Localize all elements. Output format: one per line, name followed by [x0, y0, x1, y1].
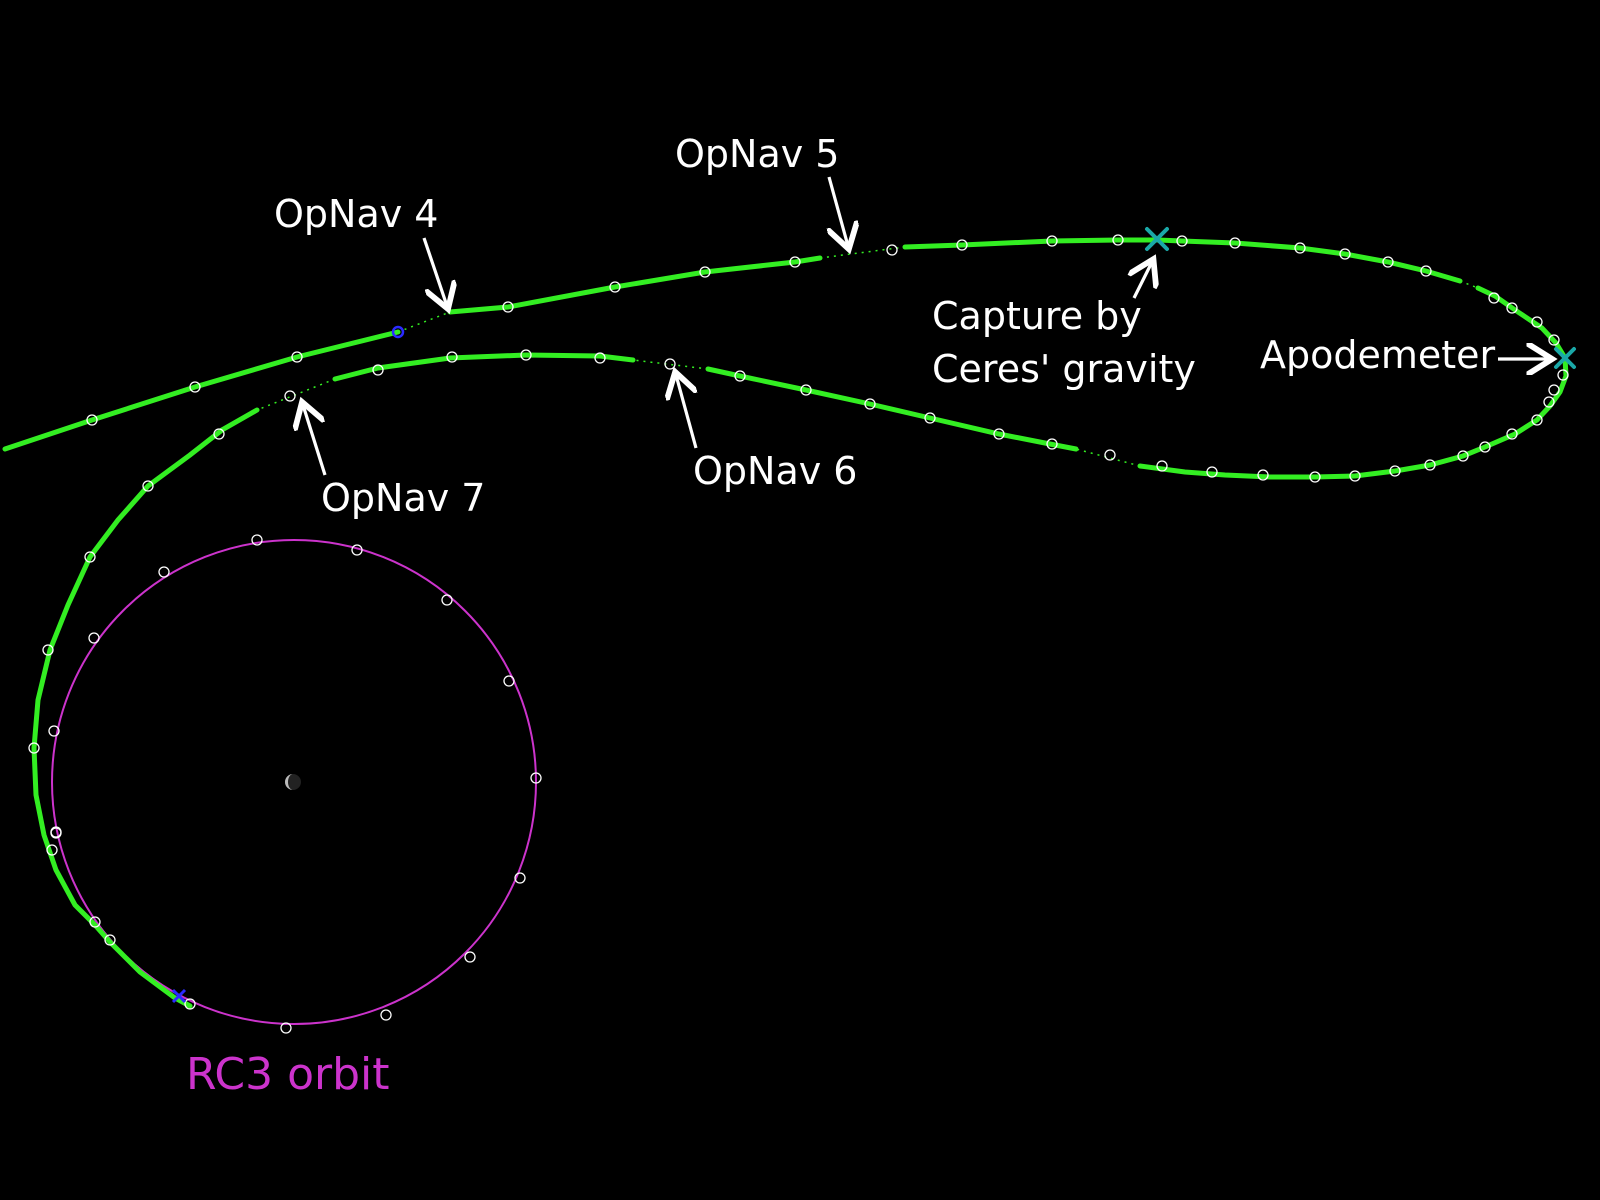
tick-marker: [104, 934, 116, 946]
opnav6-label: OpNav 6: [693, 449, 858, 493]
trajectory-segment-1: [2, 329, 401, 452]
tick-marker: [609, 281, 621, 293]
tick-marker: [1257, 469, 1269, 481]
gap-opnav5: [819, 246, 906, 259]
tick-marker: [1156, 460, 1168, 472]
tick-marker: [1548, 384, 1560, 396]
tick-marker: [380, 1009, 392, 1021]
tick-marker: [1543, 396, 1555, 408]
tick-marker: [1046, 438, 1058, 450]
tick-marker: [48, 725, 60, 737]
trajectory-segment-2: [447, 255, 823, 315]
tick-marker: [1389, 465, 1401, 477]
tick-marker: [441, 594, 453, 606]
tick-marker: [503, 675, 515, 687]
tick-marker: [89, 916, 101, 928]
tick-marker: [88, 632, 100, 644]
tick-marker: [1531, 414, 1543, 426]
tick-marker: [993, 428, 1005, 440]
tick-marker: [1309, 471, 1321, 483]
tick-marker: [1479, 441, 1491, 453]
tick-marker: [50, 826, 62, 838]
tick-marker: [213, 428, 225, 440]
tick-marker: [351, 544, 363, 556]
tick-marker: [1424, 459, 1436, 471]
tick-marker: [864, 398, 876, 410]
apodemeter-x-marker: [1554, 347, 1576, 369]
tick-marker: [1506, 302, 1518, 314]
tick-marker: [291, 351, 303, 363]
opnav5-arrow: [829, 176, 848, 246]
tick-marker: [800, 384, 812, 396]
tick-marker: [1506, 428, 1518, 440]
tick-marker: [464, 951, 476, 963]
spacecraft-position-marker: [391, 325, 405, 339]
opnav4-label: OpNav 4: [274, 192, 439, 236]
tick-marker: [251, 534, 263, 546]
tick-marker: [184, 998, 196, 1010]
tick-marker: [46, 844, 58, 856]
tick-marker: [1382, 256, 1394, 268]
rc3-insertion-marker: [171, 988, 187, 1004]
tick-marker: [86, 414, 98, 426]
tick-marker: [1349, 470, 1361, 482]
approach-trajectory: [2, 237, 1569, 1009]
tick-marker: [280, 1022, 292, 1034]
tick-marker: [502, 301, 514, 313]
tick-marker: [189, 381, 201, 393]
tick-marker: [530, 772, 542, 784]
tick-marker: [372, 364, 384, 376]
tick-marker: [594, 352, 606, 364]
opnav7-arrow: [303, 405, 327, 476]
tick-marker: [28, 742, 40, 754]
tick-marker: [1112, 234, 1124, 246]
tick-marker: [158, 566, 170, 578]
rc3-orbit-label: RC3 orbit: [186, 1049, 390, 1100]
opnav6-arrow: [676, 375, 698, 449]
tick-marker: [520, 349, 532, 361]
capture-arrow: [1134, 262, 1152, 299]
tick-marker: [1104, 449, 1116, 461]
capture-label-line1: Capture by: [932, 294, 1142, 338]
opnav4-arrow: [422, 237, 447, 306]
tick-marker: [886, 244, 898, 256]
tick-marker: [284, 390, 296, 402]
tick-marker: [1046, 235, 1058, 247]
tick-marker: [699, 266, 711, 278]
tick-marker: [1420, 265, 1432, 277]
opnav5-label: OpNav 5: [675, 132, 840, 176]
tick-marker: [1176, 235, 1188, 247]
tick-marker: [142, 480, 154, 492]
tick-marker: [924, 412, 936, 424]
tick-marker: [84, 551, 96, 563]
tick-marker: [1206, 466, 1218, 478]
tick-marker: [789, 256, 801, 268]
trajectory-segment-5: [705, 366, 1079, 452]
ceres-icon: [285, 774, 301, 790]
capture-x-marker: [1145, 227, 1169, 251]
tick-marker: [1339, 248, 1351, 260]
trajectory-segment-3: [902, 237, 1463, 284]
tick-marker: [42, 644, 54, 656]
opnav7-label: OpNav 7: [321, 476, 486, 520]
trajectory-gaps: [256, 246, 1479, 467]
trajectory-segment-4: [1137, 285, 1569, 480]
trajectory-segment-6: [332, 352, 636, 382]
tick-marker: [1229, 237, 1241, 249]
trajectory-segment-7: [31, 407, 260, 1009]
tick-marker: [956, 239, 968, 251]
tick-marker: [1488, 292, 1500, 304]
rc3-orbit-circle: [51, 539, 537, 1025]
apodemeter-label: Apodemeter: [1260, 333, 1496, 377]
tick-marker: [1531, 316, 1543, 328]
tick-marker: [1457, 450, 1469, 462]
tick-marker: [1557, 369, 1569, 381]
capture-label-line2: Ceres' gravity: [932, 347, 1196, 391]
tick-marker: [1294, 242, 1306, 254]
tick-marker: [446, 351, 458, 363]
tick-marker: [734, 370, 746, 382]
tick-marker: [514, 872, 526, 884]
